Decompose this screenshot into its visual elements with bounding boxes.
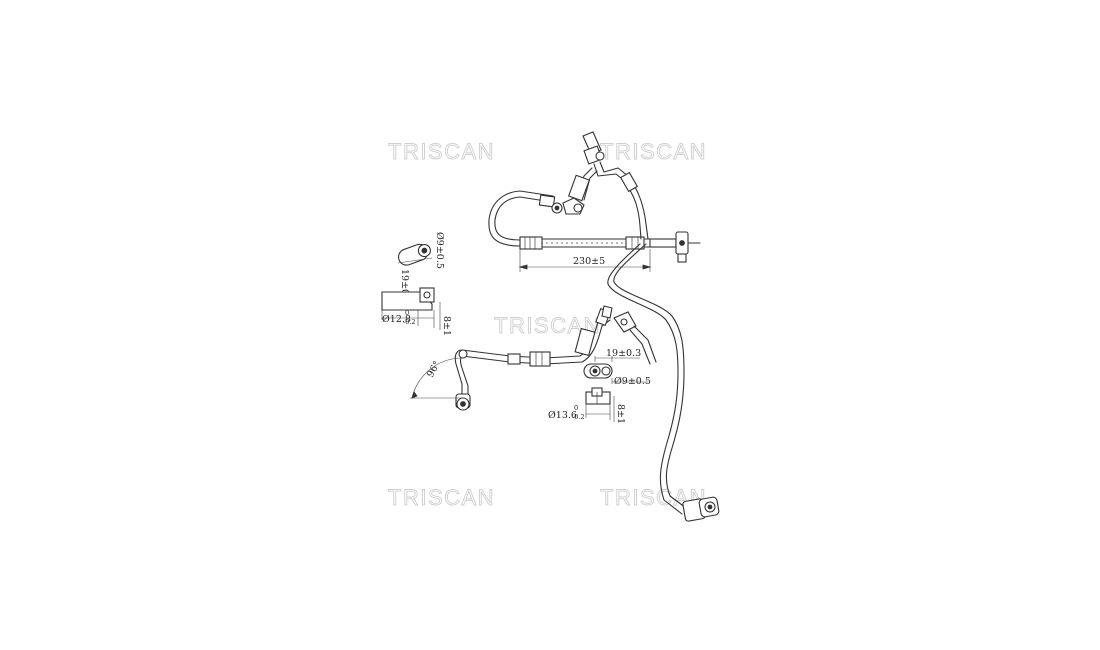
watermark-top-right: TRISCAN xyxy=(600,139,707,164)
upper-hose-assembly xyxy=(488,131,701,263)
upper-detail-top: Ø9±0.5 19±0.3 xyxy=(397,232,445,304)
upper-height-label: 8±1 xyxy=(441,316,452,336)
lower-bore-tol-bottom: -0.2 xyxy=(572,413,585,421)
lower-bore-tol-top: 0 xyxy=(574,404,578,412)
long-pipe xyxy=(607,243,720,522)
watermark-top-left: TRISCAN xyxy=(388,139,495,164)
upper-bore-tol-top: 0 xyxy=(405,309,409,317)
lower-height-label: 8±1 xyxy=(615,404,626,424)
lower-bore-label: Ø13.6 xyxy=(548,410,577,421)
lower-hole-label: 19±0.3 xyxy=(606,348,641,359)
length-dimension: 230±5 xyxy=(518,249,652,272)
upper-detail-side: Ø12.8 0 -0.2 8±1 xyxy=(381,287,452,336)
upper-crimp-sleeve-mid xyxy=(567,174,591,202)
lower-detail-top: 19±0.3 Ø9±0.5 xyxy=(583,348,651,387)
lower-detail-side: Ø13.6 0 -0.2 8±1 xyxy=(548,387,626,424)
length-label: 230±5 xyxy=(573,256,605,267)
upper-crimp-sleeve-left xyxy=(519,236,543,250)
watermark-bottom-left: TRISCAN xyxy=(388,485,495,510)
upper-bore-tol-bottom: -0.2 xyxy=(403,318,416,326)
upper-hole-label: 19±0.3 xyxy=(399,269,410,304)
upper-thickness-label: Ø9±0.5 xyxy=(434,232,445,269)
upper-bore-label: Ø12.8 xyxy=(382,314,411,325)
lower-thickness-label: Ø9±0.5 xyxy=(614,376,651,387)
angle-label: 96° xyxy=(425,359,443,379)
